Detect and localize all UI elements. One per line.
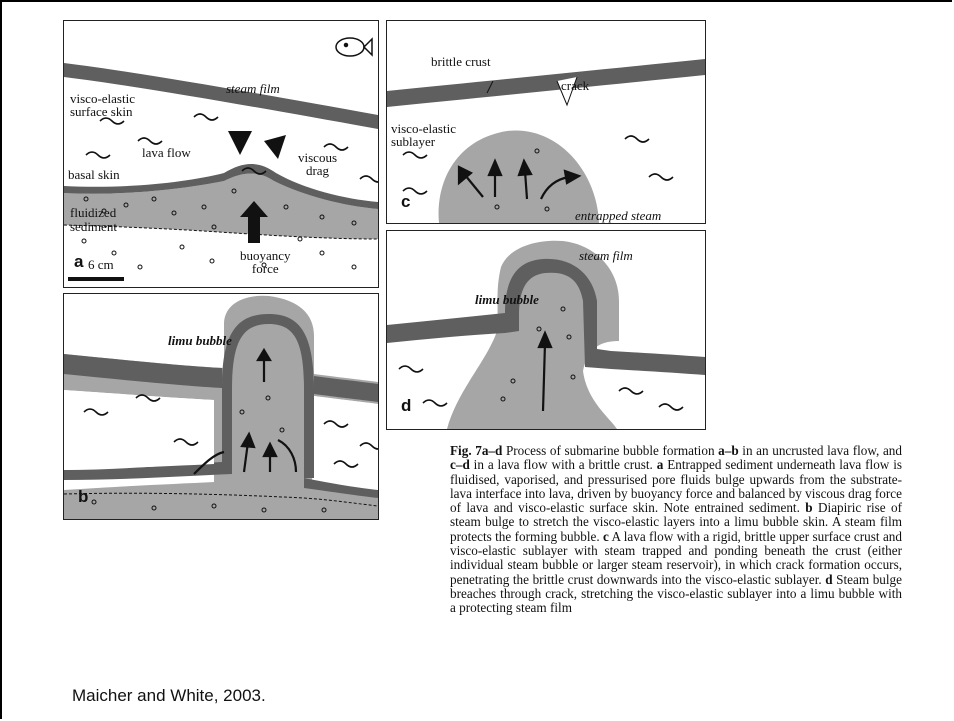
- fish-icon: [336, 38, 372, 56]
- viscous-drag-arrow-left: [228, 131, 252, 155]
- label-viscous-drag: viscous drag: [298, 151, 337, 177]
- panel-a: steam film visco-elastic surface skin la…: [63, 20, 379, 288]
- panel-b-drawing: [64, 294, 378, 519]
- caption-ref-ab: a–b: [718, 443, 739, 458]
- visco-elastic-sublayer: [387, 313, 505, 343]
- label-brittle-crust: brittle crust: [431, 55, 491, 69]
- label-fluidized-sediment: fluidized sediment: [70, 206, 117, 234]
- figure-caption: Fig. 7a–d Process of submarine bubble fo…: [450, 444, 902, 616]
- label-lava-flow: lava flow: [142, 146, 191, 160]
- scale-bar: [68, 277, 124, 281]
- caption-text: in a lava flow with a brittle crust.: [470, 457, 657, 472]
- panel-letter-a: a: [74, 255, 83, 269]
- label-entrapped-steam: entrapped steam: [575, 209, 661, 223]
- caption-text: in an uncrusted lava flow, and: [739, 443, 902, 458]
- citation: Maicher and White, 2003.: [72, 686, 266, 706]
- caption-ref-b: b: [805, 500, 812, 515]
- caption-ref-cd: c–d: [450, 457, 470, 472]
- caption-text: Process of submarine bubble formation: [502, 443, 718, 458]
- panel-letter-c: c: [401, 195, 410, 209]
- label-limu-bubble: limu bubble: [475, 293, 539, 307]
- label-buoyancy-force: buoyancy force: [240, 249, 291, 275]
- label-steam-film: steam film: [579, 249, 633, 263]
- panel-b: limu bubble b: [63, 293, 379, 520]
- panel-d: steam film limu bubble d: [386, 230, 706, 430]
- label-steam-film: steam film: [226, 82, 280, 96]
- label-visco-elastic-surface-skin: visco-elastic surface skin: [70, 92, 135, 118]
- scale-bar-label: 6 cm: [88, 258, 114, 272]
- panel-letter-d: d: [401, 399, 411, 413]
- label-crack: crack: [561, 79, 589, 93]
- panel-d-drawing: [387, 231, 705, 429]
- caption-fig-label: Fig. 7a–d: [450, 443, 502, 458]
- label-limu-bubble: limu bubble: [168, 334, 232, 348]
- panel-c: brittle crust crack visco-elastic sublay…: [386, 20, 706, 224]
- label-basal-skin: basal skin: [68, 168, 120, 182]
- panel-letter-b: b: [78, 490, 88, 504]
- caption-ref-d: d: [825, 572, 832, 587]
- viscous-drag-arrow-right: [264, 135, 286, 159]
- label-visco-elastic-sublayer: visco-elastic sublayer: [391, 122, 456, 148]
